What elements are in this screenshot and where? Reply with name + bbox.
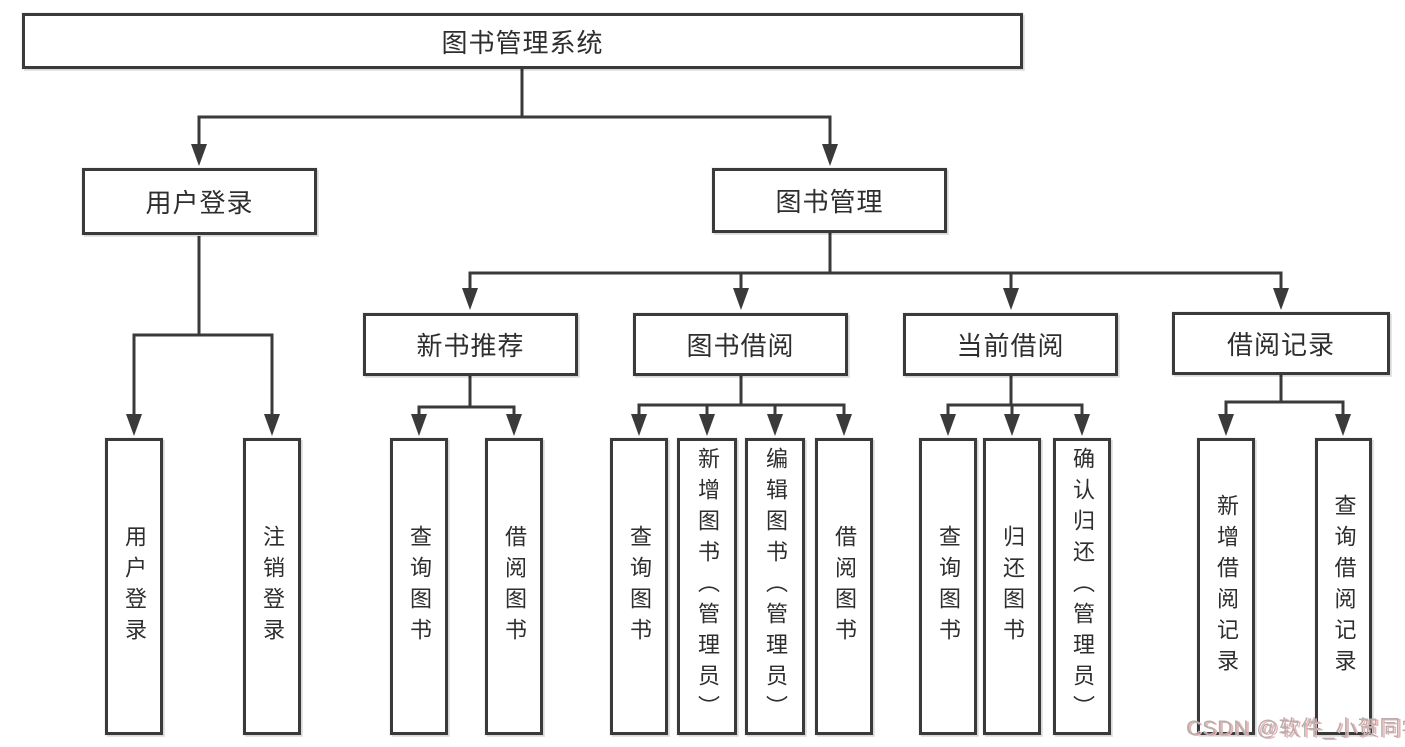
node-label: 新增借阅记录	[1214, 493, 1239, 680]
connector-recommend-group	[411, 376, 522, 436]
node-label: 查询图书	[407, 524, 432, 649]
leaf-query-books-current: 查询图书	[919, 438, 977, 735]
node-label: 确认归还（管理员）	[1070, 447, 1095, 726]
leaf-add-borrow-record: 新增借阅记录	[1197, 438, 1255, 735]
node-label: 编辑图书（管理员）	[763, 447, 788, 726]
node-user-login: 用户登录	[82, 168, 317, 235]
node-label: 当前借阅	[956, 331, 1065, 361]
node-label: 用户登录	[122, 524, 147, 649]
leaf-borrow-books: 借阅图书	[815, 438, 873, 735]
node-label: 新书推荐	[416, 331, 525, 361]
node-book-borrow: 图书借阅	[633, 313, 848, 376]
connector-current-group	[940, 376, 1090, 436]
connector-records-group	[1218, 375, 1351, 436]
node-book-management: 图书管理	[712, 168, 947, 233]
node-label: 查询借阅记录	[1331, 493, 1357, 680]
leaf-return-books: 归还图书	[983, 438, 1041, 735]
node-label: 图书管理系统	[441, 27, 604, 58]
node-label: 图书借阅	[686, 331, 795, 361]
leaf-query-books-recommend: 查询图书	[390, 438, 448, 735]
leaf-logout: 注销登录	[243, 438, 301, 735]
leaf-add-books-admin: 新增图书（管理员）	[677, 438, 737, 735]
leaf-edit-books-admin: 编辑图书（管理员）	[745, 438, 805, 735]
node-label: 借阅记录	[1226, 330, 1335, 360]
csdn-watermark: CSDN @软件_小贺同学	[1186, 717, 1405, 740]
node-library-management-system: 图书管理系统	[22, 13, 1023, 69]
node-label: 借阅图书	[502, 524, 527, 649]
connector-login-group	[126, 236, 280, 436]
leaf-query-borrow-record: 查询借阅记录	[1315, 438, 1372, 735]
connector-borrow-group	[631, 376, 852, 436]
connector-root-to-level2	[191, 69, 838, 166]
node-label: 注销登录	[260, 524, 285, 649]
node-borrow-records: 借阅记录	[1172, 312, 1390, 375]
connector-management-to-level3	[462, 232, 1289, 310]
node-new-book-recommend: 新书推荐	[363, 313, 578, 376]
node-label: 查询图书	[936, 524, 961, 649]
leaf-borrow-books-recommend: 借阅图书	[485, 438, 543, 735]
node-label: 借阅图书	[832, 524, 857, 649]
leaf-confirm-return-admin: 确认归还（管理员）	[1053, 438, 1111, 735]
node-label: 新增图书（管理员）	[695, 447, 720, 726]
node-label: 归还图书	[1000, 524, 1025, 649]
node-current-borrow: 当前借阅	[903, 313, 1118, 376]
leaf-query-books-borrow: 查询图书	[610, 438, 668, 735]
node-label: 查询图书	[627, 524, 652, 649]
node-label: 图书管理	[775, 187, 884, 217]
leaf-user-login: 用户登录	[105, 438, 163, 735]
node-label: 用户登录	[145, 188, 254, 218]
